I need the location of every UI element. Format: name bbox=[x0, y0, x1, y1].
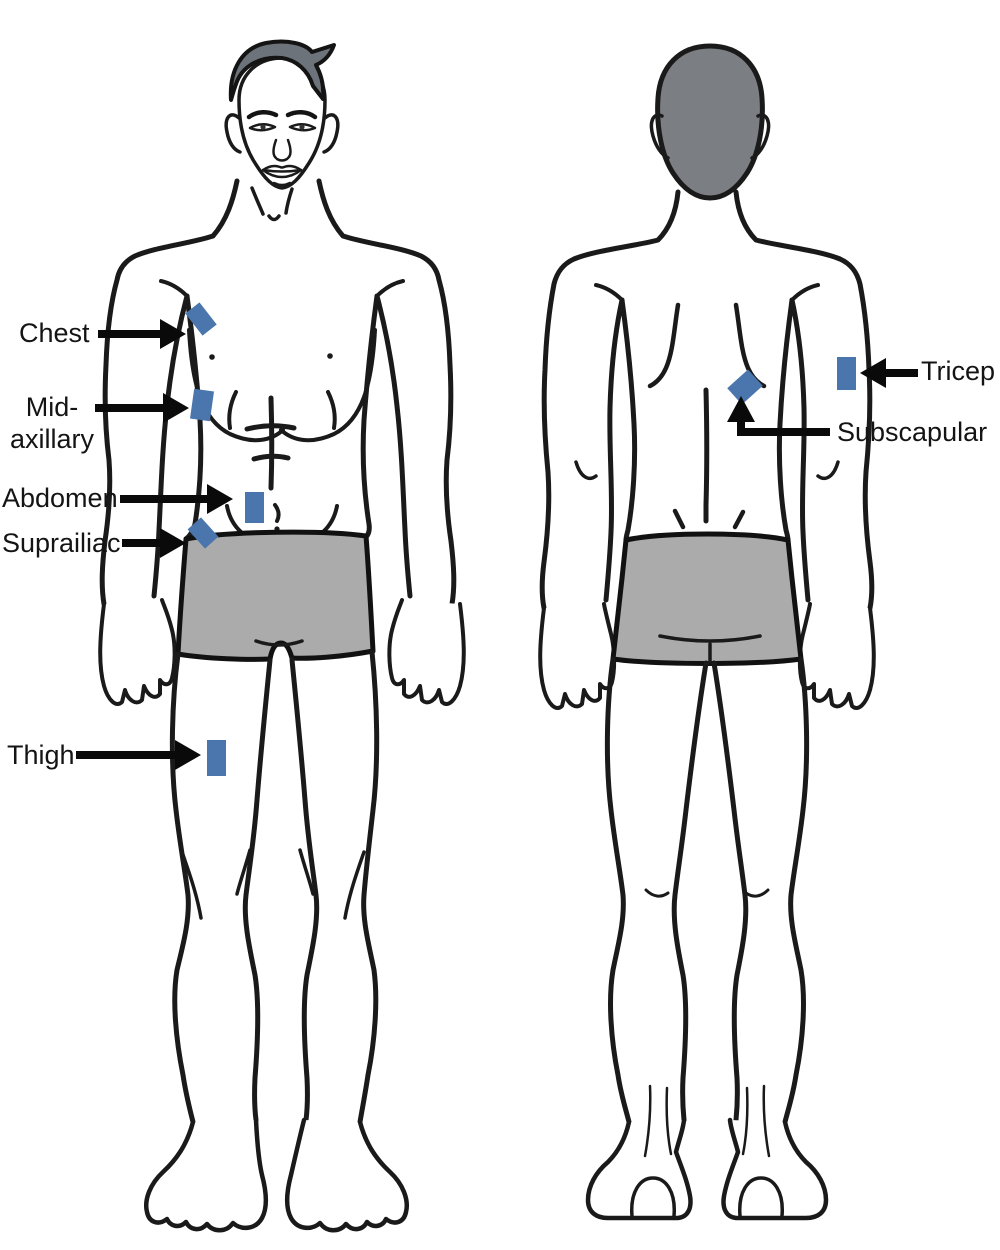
front-knee-details bbox=[180, 848, 366, 920]
back-foot-left bbox=[585, 1117, 693, 1221]
front-inner-arm-left bbox=[151, 293, 190, 599]
front-leg-right-outer bbox=[357, 649, 380, 1125]
chest-label: Chest bbox=[19, 318, 90, 348]
back-torso-side-right bbox=[776, 297, 795, 543]
tricep-label: Tricep bbox=[921, 356, 996, 386]
front-foot-left bbox=[144, 1117, 268, 1233]
back-inner-arm-right bbox=[789, 297, 811, 603]
mid-axillary-label-line1: Mid- bbox=[25, 392, 79, 422]
site-markers bbox=[185, 302, 856, 776]
back-head bbox=[655, 43, 765, 201]
thigh-label: Thigh bbox=[7, 740, 75, 770]
back-leg-right-inner bbox=[711, 660, 749, 1123]
back-leg-right-outer bbox=[782, 656, 810, 1125]
mid-axillary-label: Mid- axillary bbox=[4, 391, 100, 456]
mid-axillary-label-line2: axillary bbox=[9, 424, 95, 455]
abdomen-label: Abdomen bbox=[2, 483, 118, 513]
back-ankle-details bbox=[630, 1084, 784, 1218]
front-neck-details bbox=[250, 186, 294, 222]
suprailiac-label: Suprailiac bbox=[2, 528, 121, 558]
back-armpit-left bbox=[594, 283, 624, 302]
front-hand-left bbox=[98, 598, 177, 706]
thigh-arrow bbox=[76, 740, 201, 770]
front-ear-right bbox=[322, 113, 340, 154]
thigh-marker bbox=[207, 740, 226, 776]
front-torso-side-right bbox=[360, 293, 380, 540]
front-leg-right-inner bbox=[289, 657, 320, 1123]
front-armpit-left bbox=[159, 279, 189, 298]
front-shorts-crotch-line bbox=[254, 639, 304, 647]
front-armpit-right bbox=[375, 279, 405, 298]
chest-arrow bbox=[98, 319, 186, 349]
front-leg-left-outer bbox=[169, 651, 196, 1125]
abdomen-arrow bbox=[120, 484, 233, 514]
back-leg-left-inner bbox=[671, 660, 709, 1123]
back-leg-left-outer bbox=[604, 656, 632, 1125]
back-torso-side-left bbox=[619, 297, 638, 543]
back-figure bbox=[538, 43, 876, 1221]
suprailiac-marker bbox=[187, 517, 219, 549]
front-neck-shoulder-left bbox=[99, 178, 240, 607]
back-neck-shoulder-left bbox=[539, 189, 681, 611]
back-hand-right bbox=[797, 602, 876, 710]
tricep-arrow bbox=[860, 358, 918, 388]
back-shorts bbox=[610, 531, 804, 666]
back-neck-shoulder-right bbox=[733, 189, 875, 611]
subscapular-label: Subscapular bbox=[837, 417, 988, 447]
back-foot-right bbox=[721, 1117, 829, 1221]
front-neck-shoulder-right bbox=[316, 178, 457, 607]
abdomen-marker bbox=[245, 492, 264, 523]
back-hand-left bbox=[538, 602, 617, 710]
front-leg-left-inner bbox=[242, 657, 273, 1123]
subscapular-arrow bbox=[727, 396, 830, 436]
subscapular-marker bbox=[727, 369, 763, 405]
front-face-features bbox=[246, 110, 318, 187]
back-armpit-right bbox=[790, 283, 820, 302]
suprailiac-arrow bbox=[122, 528, 186, 558]
front-figure bbox=[98, 39, 466, 1233]
back-elbow-details bbox=[574, 460, 840, 481]
chest-marker bbox=[185, 302, 217, 336]
back-ear-left bbox=[649, 113, 670, 160]
front-hair bbox=[228, 39, 336, 102]
front-hand-right bbox=[387, 598, 466, 706]
front-foot-right bbox=[285, 1117, 409, 1233]
back-inner-arm-left bbox=[603, 297, 625, 603]
back-shorts-seams bbox=[658, 634, 762, 664]
mid-axillary-arrow bbox=[95, 393, 189, 423]
tricep-marker bbox=[837, 357, 856, 390]
back-ear-right bbox=[750, 113, 771, 160]
front-inner-arm-right bbox=[374, 293, 413, 599]
back-knee-details bbox=[644, 888, 770, 898]
mid-axillary-marker bbox=[190, 388, 214, 422]
annotation-arrows bbox=[76, 319, 918, 770]
front-shorts bbox=[175, 529, 376, 662]
front-torso-details bbox=[187, 328, 377, 534]
front-ear-left bbox=[224, 113, 242, 154]
